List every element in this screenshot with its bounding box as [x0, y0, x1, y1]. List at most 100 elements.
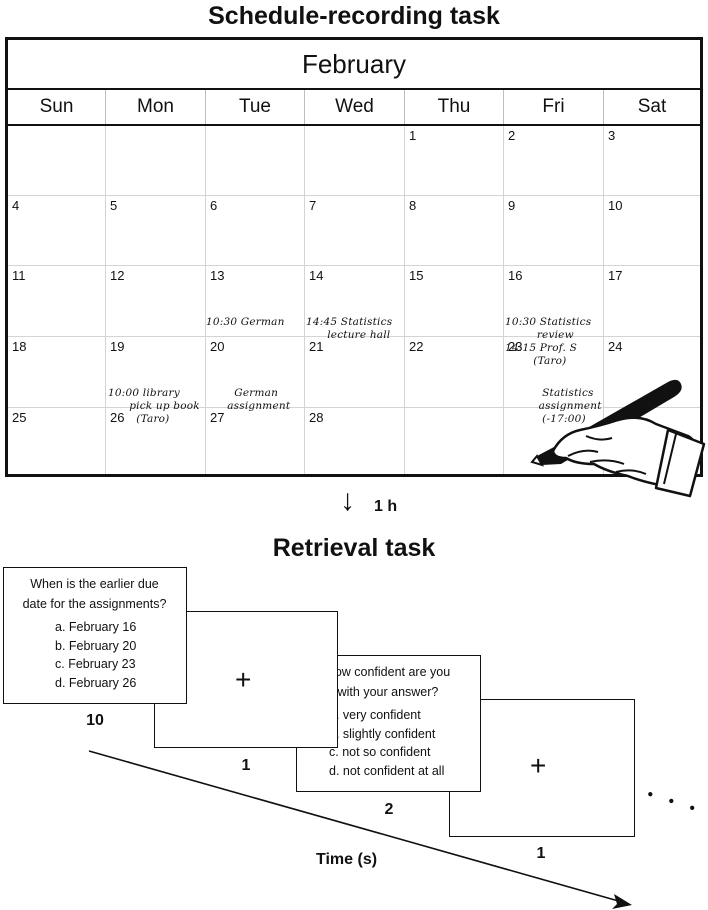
confidence-question: How confident are you with your answer? [325, 665, 451, 699]
weekday-mon: Mon [106, 90, 206, 124]
fixation-cross-icon: + [235, 664, 252, 695]
calendar-day-number: 10 [608, 198, 623, 213]
calendar-day-cell: 13 [206, 266, 305, 337]
calendar-day-cell: 6 [206, 196, 305, 266]
time-axis-label: Time (s) [316, 851, 378, 868]
confidence-option-a: a. very confident [329, 708, 421, 722]
calendar-day-cell: 23 [504, 337, 604, 408]
duration-fixation-2: 1 [536, 845, 546, 862]
note-feb23: Statistics assignment (-17:00) [538, 387, 602, 425]
calendar-day-cell: 4 [8, 196, 106, 266]
calendar-day-cell [405, 408, 504, 474]
fixation-cross-icon: + [530, 750, 547, 781]
calendar-month: February [8, 40, 700, 90]
calendar-day-number: 5 [110, 198, 118, 213]
calendar-day-cell: 22 [405, 337, 504, 408]
calendar-day-cell: 7 [305, 196, 405, 266]
calendar-day-number: 1 [409, 128, 417, 143]
calendar-day-number: 20 [210, 339, 225, 354]
calendar-day-cell [206, 126, 305, 196]
weekday-tue: Tue [206, 90, 305, 124]
calendar-day-cell [106, 126, 206, 196]
calendar-day-cell: 11 [8, 266, 106, 337]
calendar-day-number: 22 [409, 339, 424, 354]
calendar-weekday-header: Sun Mon Tue Wed Thu Fri Sat [8, 90, 700, 126]
calendar-day-cell: 16 [504, 266, 604, 337]
calendar-day-number: 25 [12, 410, 27, 425]
confidence-option-c: c. not so confident [329, 745, 431, 759]
calendar-day-cell: 17 [604, 266, 700, 337]
schedule-recording-title: Schedule-recording task [208, 2, 500, 30]
calendar-day-cell: 14 [305, 266, 405, 337]
calendar-day-number: 28 [309, 410, 324, 425]
duration-due-date: 10 [86, 712, 104, 729]
calendar-day-number: 16 [508, 268, 523, 283]
due-date-option-d: d. February 26 [55, 675, 137, 690]
calendar-day-cell: 5 [106, 196, 206, 266]
calendar-day-cell: 12 [106, 266, 206, 337]
calendar-day-cell: 26 [106, 408, 206, 474]
calendar-day-number: 12 [110, 268, 125, 283]
calendar-day-cell: 28 [305, 408, 405, 474]
note-feb20: German assignment [227, 387, 291, 412]
calendar-day-cell: 9 [504, 196, 604, 266]
calendar-day-cell: 15 [405, 266, 504, 337]
calendar-day-number: 17 [608, 268, 623, 283]
confidence-option-b: b. slightly confident [329, 726, 436, 741]
hand-writing-with-pen-icon [530, 379, 706, 498]
calendar-day-number: 21 [309, 339, 324, 354]
calendar-day-number: 27 [210, 410, 225, 425]
calendar-day-number: 14 [309, 268, 324, 283]
calendar-day-cell: 21 [305, 337, 405, 408]
calendar-day-number: 9 [508, 198, 516, 213]
calendar-day-number: 19 [110, 339, 125, 354]
due-date-option-a: a. February 16 [55, 620, 137, 634]
calendar-day-cell: 18 [8, 337, 106, 408]
calendar-day-cell: 25 [8, 408, 106, 474]
note-feb16: 10:30 Statistics review 14:15 Prof. S (T… [505, 316, 592, 367]
confidence-options: a. very confident b. slightly confident … [329, 706, 444, 780]
due-date-options: a. February 16 b. February 20 c. Februar… [55, 618, 136, 692]
calendar-day-number: 15 [409, 268, 424, 283]
note-feb14: 14:45 Statistics lecture hall [306, 316, 393, 341]
calendar-day-cell: 20 [206, 337, 305, 408]
calendar-day-cell: 3 [604, 126, 700, 196]
calendar-day-number: 8 [409, 198, 417, 213]
calendar-day-cell: 10 [604, 196, 700, 266]
weekday-sun: Sun [8, 90, 106, 124]
calendar-day-number: 24 [608, 339, 623, 354]
due-date-question: When is the earlier due date for the ass… [22, 577, 167, 611]
interval-label: 1 h [374, 498, 398, 515]
weekday-thu: Thu [405, 90, 504, 124]
calendar-day-cell: 19 [106, 337, 206, 408]
duration-confidence: 2 [384, 801, 394, 818]
note-feb19: 10:00 library pick up book (Taro) [108, 387, 200, 425]
calendar-day-number: 2 [508, 128, 516, 143]
calendar-day-cell [8, 126, 106, 196]
weekday-fri: Fri [504, 90, 604, 124]
weekday-wed: Wed [305, 90, 405, 124]
calendar-day-cell: 2 [504, 126, 604, 196]
weekday-sat: Sat [637, 96, 667, 117]
calendar-day-cell: 27 [206, 408, 305, 474]
calendar-day-number: 6 [210, 198, 218, 213]
calendar-day-number: 4 [12, 198, 20, 213]
calendar-day-cell [305, 126, 405, 196]
retrieval-title: Retrieval task [272, 534, 436, 562]
calendar-day-cell: 1 [405, 126, 504, 196]
calendar-day-number: 11 [12, 268, 26, 283]
calendar-day-number: 13 [210, 268, 225, 283]
duration-fixation-1: 1 [241, 757, 251, 774]
calendar-day-number: 23 [508, 339, 523, 354]
calendar-day-number: 3 [608, 128, 616, 143]
confidence-option-d: d. not confident at all [329, 763, 445, 778]
calendar-day-cell: 8 [405, 196, 504, 266]
due-date-question-screen: When is the earlier due date for the ass… [3, 567, 187, 704]
due-date-option-b: b. February 20 [55, 638, 137, 653]
calendar-day-number: 26 [110, 410, 125, 425]
due-date-option-c: c. February 23 [55, 657, 136, 671]
down-arrow-icon: ↓ [340, 484, 355, 517]
